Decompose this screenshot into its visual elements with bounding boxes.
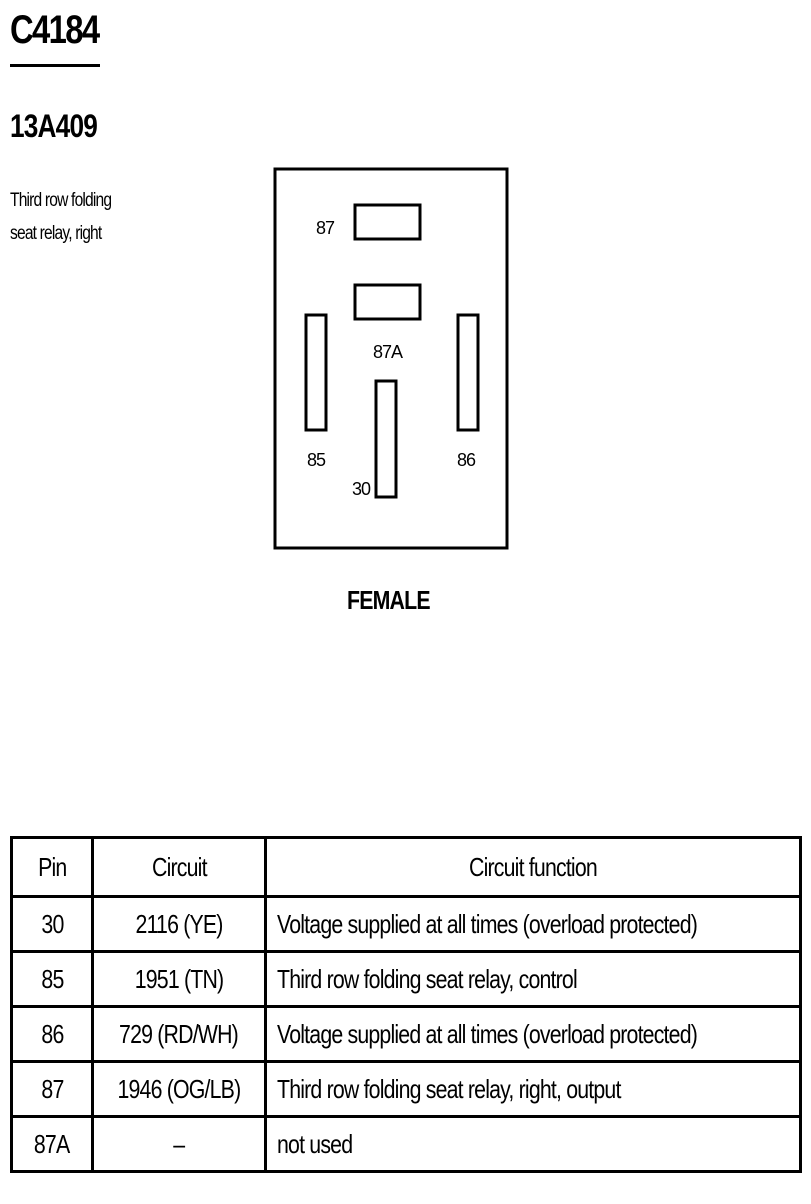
connector-face-diagram: 87 87A 85 86 30 <box>273 167 509 550</box>
connector-gender-label: FEMALE <box>347 585 431 615</box>
header-circuit-function: Circuit function <box>263 836 803 898</box>
cell-circuit: – <box>90 1115 267 1173</box>
table-row: 87 1946 (OG/LB) Third row folding seat r… <box>10 1060 803 1118</box>
pin-87a-terminal <box>353 283 422 321</box>
cell-circuit: 729 (RD/WH) <box>90 1005 267 1063</box>
cell-function: Voltage supplied at all times (overload … <box>263 895 803 953</box>
pin-86-terminal <box>456 313 480 432</box>
table-row: 30 2116 (YE) Voltage supplied at all tim… <box>10 895 803 953</box>
pin-85-label: 85 <box>307 450 326 470</box>
pin-85-terminal <box>304 313 328 432</box>
cell-pin: 87A <box>10 1115 94 1173</box>
cell-function: Third row folding seat relay, control <box>263 950 803 1008</box>
connector-id: C4184 <box>10 8 100 52</box>
table-header-row: Pin Circuit Circuit function <box>10 836 803 898</box>
cell-pin: 30 <box>10 895 94 953</box>
pin-86-label: 86 <box>457 450 476 470</box>
connector-housing <box>273 167 509 550</box>
cell-pin: 86 <box>10 1005 94 1063</box>
cell-pin: 87 <box>10 1060 94 1118</box>
pin-30-terminal <box>374 379 398 499</box>
cell-circuit: 1946 (OG/LB) <box>90 1060 267 1118</box>
cell-function: Third row folding seat relay, right, out… <box>263 1060 803 1118</box>
pin-87-terminal <box>353 203 422 241</box>
table-row: 86 729 (RD/WH) Voltage supplied at all t… <box>10 1005 803 1063</box>
pin-87-label: 87 <box>316 218 335 238</box>
pinout-table: Pin Circuit Circuit function 30 2116 (YE… <box>10 836 803 1173</box>
part-number: 13A409 <box>10 108 98 144</box>
cell-function: not used <box>263 1115 803 1173</box>
header-pin: Pin <box>10 836 94 898</box>
table-row: 87A – not used <box>10 1115 803 1173</box>
cell-function: Voltage supplied at all times (overload … <box>263 1005 803 1063</box>
description-line-1: Third row folding <box>10 190 112 211</box>
cell-circuit: 2116 (YE) <box>90 895 267 953</box>
table-row: 85 1951 (TN) Third row folding seat rela… <box>10 950 803 1008</box>
description-line-2: seat relay, right <box>10 223 102 244</box>
component-description: Third row folding seat relay, right <box>10 184 149 250</box>
header-circuit: Circuit <box>90 836 267 898</box>
pin-87a-label: 87A <box>373 342 403 362</box>
cell-pin: 85 <box>10 950 94 1008</box>
title-underline <box>10 64 100 67</box>
pin-30-label: 30 <box>352 479 371 499</box>
cell-circuit: 1951 (TN) <box>90 950 267 1008</box>
